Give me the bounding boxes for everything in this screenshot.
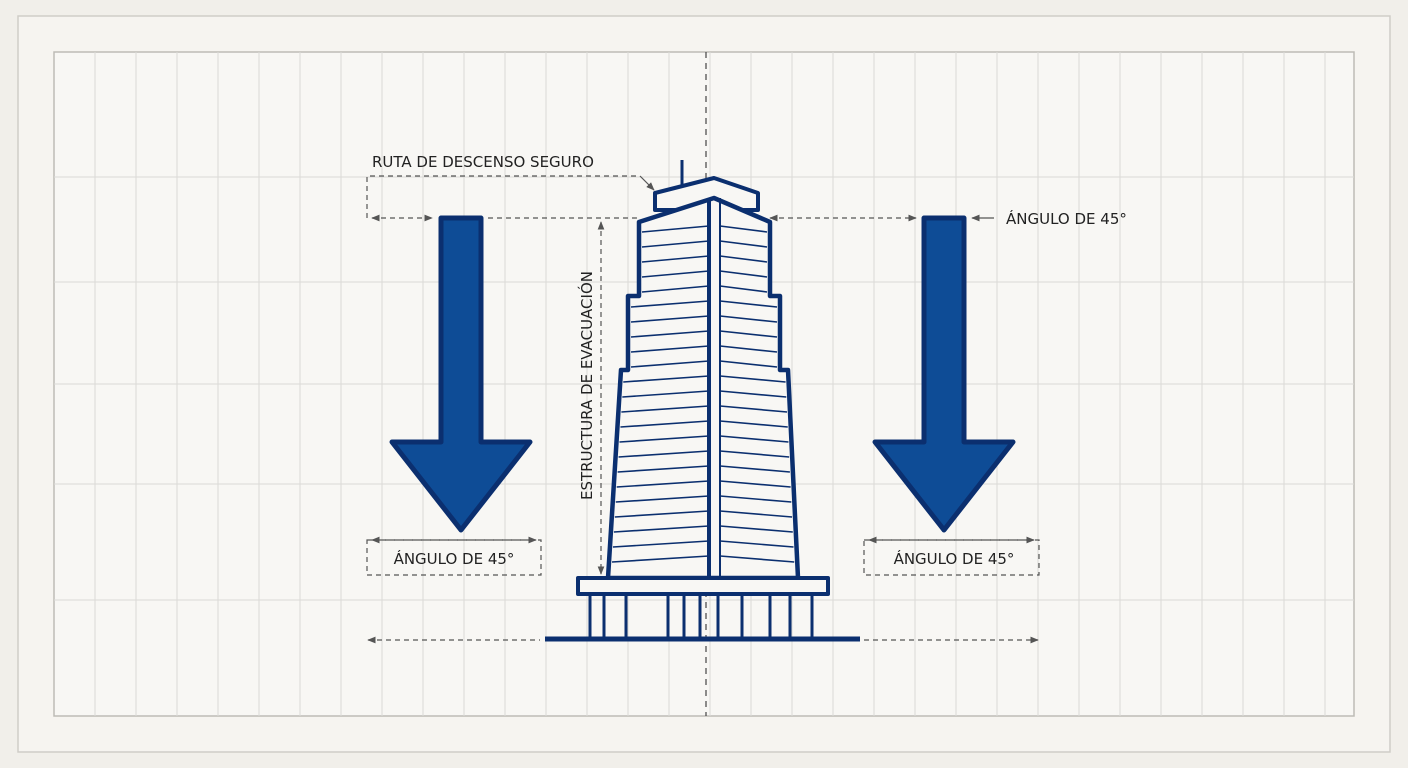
floor-line: [630, 345, 710, 353]
route-callout: [366, 175, 655, 222]
floor-line: [623, 375, 710, 383]
angle-label-bottom-left: ÁNGULO DE 45°: [394, 549, 515, 568]
floor-line: [614, 510, 710, 518]
floor-line: [719, 345, 778, 353]
floor-line: [641, 285, 710, 293]
floor-line: [630, 330, 710, 338]
floor-line: [719, 510, 793, 518]
floor-line: [641, 225, 710, 233]
floor-line: [719, 300, 778, 308]
angle-callout-bottom-left: [366, 536, 542, 576]
floor-line: [719, 450, 790, 458]
floor-line: [619, 435, 710, 443]
grid-lines: [54, 52, 1354, 716]
floor-line: [719, 270, 768, 278]
floor-line: [613, 525, 710, 533]
floor-line: [719, 525, 793, 533]
floor-line: [719, 255, 768, 263]
floor-line: [641, 270, 710, 278]
floor-line: [630, 315, 710, 323]
angle-label-bottom-right: ÁNGULO DE 45°: [894, 549, 1015, 568]
right-down-arrow-icon: [872, 215, 1016, 533]
floor-line: [641, 255, 710, 263]
skyscraper-icon: [545, 160, 860, 642]
floor-line: [719, 555, 795, 563]
floor-line: [719, 225, 768, 233]
floor-line: [641, 240, 710, 248]
floor-line: [621, 405, 710, 413]
floor-line: [630, 300, 710, 308]
route-label: RUTA DE DESCENSO SEGURO: [372, 153, 594, 171]
structure-label: ESTRUCTURA DE EVACUACIÓN: [577, 271, 596, 500]
floor-line: [719, 315, 778, 323]
floor-line: [719, 390, 787, 398]
angle-label-top-right: ÁNGULO DE 45°: [1006, 209, 1127, 228]
floor-line: [622, 390, 710, 398]
left-down-arrow-icon: [389, 215, 533, 533]
floor-line: [719, 465, 790, 473]
floor-line: [618, 450, 710, 458]
floor-line: [719, 240, 768, 248]
floor-line: [612, 540, 710, 548]
floor-line: [616, 480, 710, 488]
floor-line: [719, 360, 778, 368]
floor-line: [617, 465, 710, 473]
angle-callout-bottom-right: [863, 536, 1040, 576]
floor-line: [719, 480, 791, 488]
floor-line: [719, 420, 788, 428]
floor-line: [719, 540, 794, 548]
floor-line: [620, 420, 710, 428]
floor-line: [611, 555, 710, 563]
floor-line: [630, 360, 710, 368]
floor-line: [719, 495, 792, 503]
floor-line: [615, 495, 710, 503]
floor-line: [719, 375, 786, 383]
floor-line: [719, 435, 789, 443]
floor-line: [719, 330, 778, 338]
floor-line: [719, 285, 768, 293]
floor-line: [719, 405, 788, 413]
